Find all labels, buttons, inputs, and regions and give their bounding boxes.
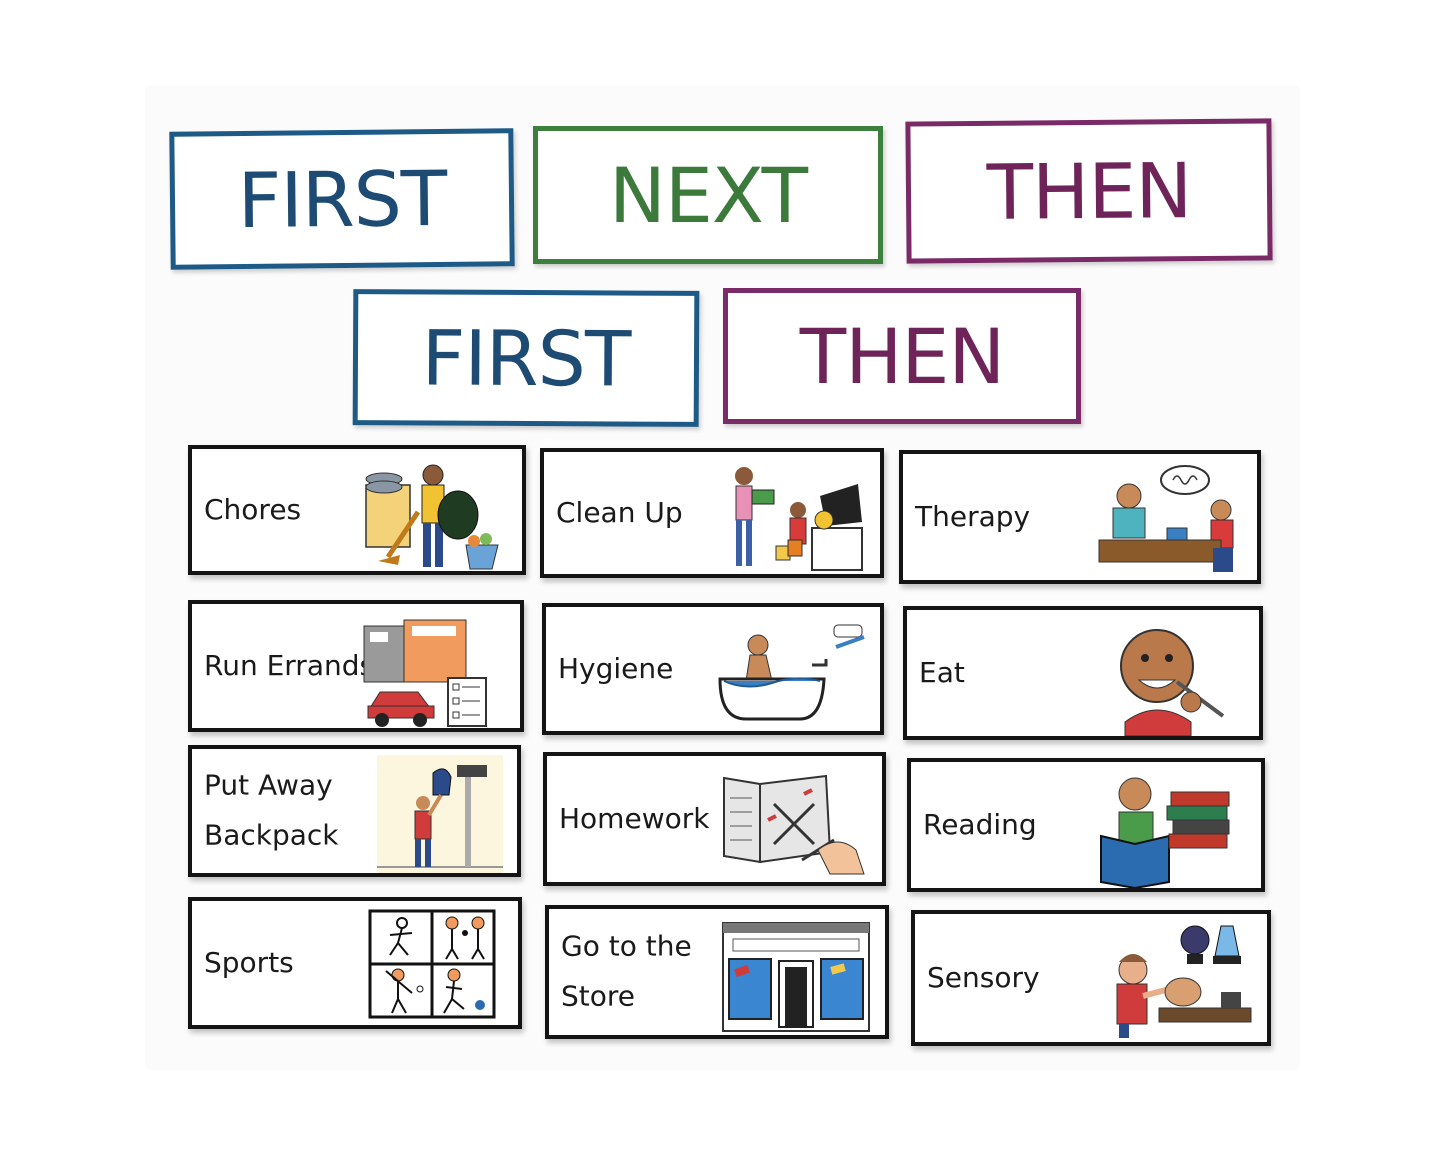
activity-card-therapy[interactable]: Therapy [899,450,1261,584]
header-card-next[interactable]: NEXT [533,126,883,264]
activity-card-run-errands[interactable]: Run Errands [188,600,524,732]
activity-card-reading[interactable]: Reading [907,758,1265,892]
header-card-first[interactable]: FIRST [169,128,515,270]
run-errands-icon [356,612,506,730]
header-next-text: NEXT [608,150,808,240]
activity-label: Chores [204,485,301,535]
store-icon [721,917,871,1035]
activity-label-line: Eat [919,655,965,689]
activity-label-line: Clean Up [556,495,683,529]
header-then-2-text: THEN [799,311,1005,401]
activity-card-clean-up[interactable]: Clean Up [540,448,884,578]
activity-label: Sports [204,938,294,988]
activity-label: Clean Up [556,488,683,538]
activity-label: Hygiene [558,644,673,694]
activity-label-line: Therapy [915,499,1031,533]
sports-icon [368,909,496,1019]
activity-label-line: Sports [204,945,294,979]
header-first-2-text: FIRST [421,312,631,404]
activity-label: Homework [559,794,709,844]
activity-card-sports[interactable]: Sports [188,897,522,1029]
chores-icon [358,457,508,575]
activity-label: Run Errands [204,641,374,691]
activity-card-eat[interactable]: Eat [903,606,1263,740]
activity-label-line: Homework [559,801,710,835]
header-card-then[interactable]: THEN [905,118,1273,264]
activity-label: Eat [919,648,965,698]
header-card-first-2[interactable]: FIRST [352,289,700,427]
backpack-icon [353,755,503,873]
hygiene-icon [716,615,866,733]
reading-icon [1097,770,1247,888]
activity-label-line: Store [561,980,636,1013]
activity-card-go-to-the-store[interactable]: Go to the Store [545,905,889,1039]
activity-label: Therapy [915,492,1030,542]
activity-label-line: Put Away [204,768,333,802]
activity-label-line: Run Errands [204,648,375,682]
activity-label-line: Hygiene [558,651,674,685]
header-then-text: THEN [986,145,1192,237]
activity-label-line: Reading [923,807,1037,841]
header-card-then-2[interactable]: THEN [723,288,1081,424]
therapy-icon [1093,462,1243,580]
activity-card-put-away-backpack[interactable]: Put Away Backpack [188,745,521,877]
activity-label: Sensory [927,953,1040,1003]
activity-card-hygiene[interactable]: Hygiene [542,603,884,735]
activity-label-line: Go to the [561,929,692,963]
activity-label: Put Away Backpack [204,761,339,862]
activity-label: Reading [923,800,1037,850]
activity-label-line: Backpack [204,819,339,852]
activity-label-line: Sensory [927,960,1040,994]
activity-card-homework[interactable]: Homework [543,752,886,886]
activity-card-sensory[interactable]: Sensory [911,910,1271,1046]
activity-label-line: Chores [204,492,302,526]
sensory-icon [1103,922,1253,1040]
eat-icon [1095,618,1245,736]
header-first-text: FIRST [237,153,447,245]
clean-up-icon [716,460,866,578]
activity-card-chores[interactable]: Chores [188,445,526,575]
activity-label: Go to the Store [561,922,692,1023]
homework-icon [718,764,868,882]
